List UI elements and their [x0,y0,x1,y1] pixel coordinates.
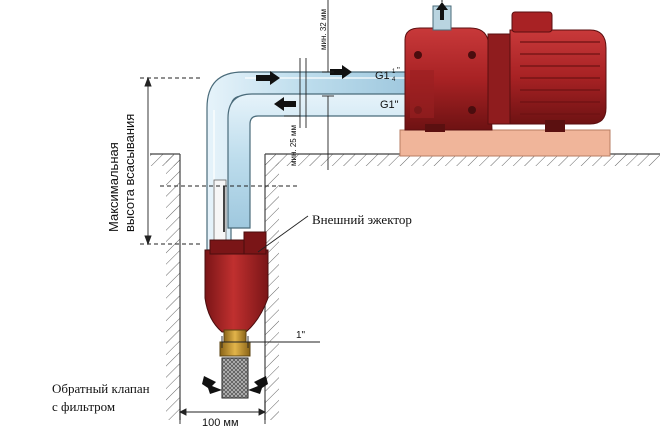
pipe-top-label: G1 [375,70,390,82]
filter [221,357,249,399]
max-suction-label: Максимальная высота всасывания [106,114,137,232]
ejector-label: Внешний эжектор [312,212,412,227]
intake-arrow-left [202,376,222,394]
pipe-dimension-marks [284,0,334,170]
suction-height-dimension [140,76,300,246]
pump-base [399,129,611,157]
external-ejector [204,231,269,333]
pipe-top-fraction-num: 1 [392,69,396,75]
flow-arrow-out [274,97,296,111]
inch-label: 1" [296,330,306,341]
pipe-top-suffix: " [397,66,400,75]
min-32-label: мин. 32 мм [319,9,328,50]
flow-arrow-in [256,71,280,85]
well-width-dimension [178,400,267,424]
flow-arrow-in-2 [330,65,352,79]
valve-label-line-2: с фильтром [52,399,115,414]
check-valve [219,329,251,357]
max-suction-line-2: высота всасывания [122,114,137,232]
max-suction-line-1: Максимальная [106,142,121,232]
valve-dimension [221,336,320,348]
valve-label-line-1: Обратный клапан [52,381,150,396]
pump-outlet [432,0,452,31]
min-25-label: мин. 25 мм [289,125,298,166]
ejector-leader [257,215,309,253]
pipe-bottom-label: G1" [380,99,399,111]
pump [404,11,607,132]
intake-arrow-right [248,376,268,394]
pipe-top-fraction-den: 4 [392,77,396,83]
well-width-label: 100 мм [202,417,239,429]
